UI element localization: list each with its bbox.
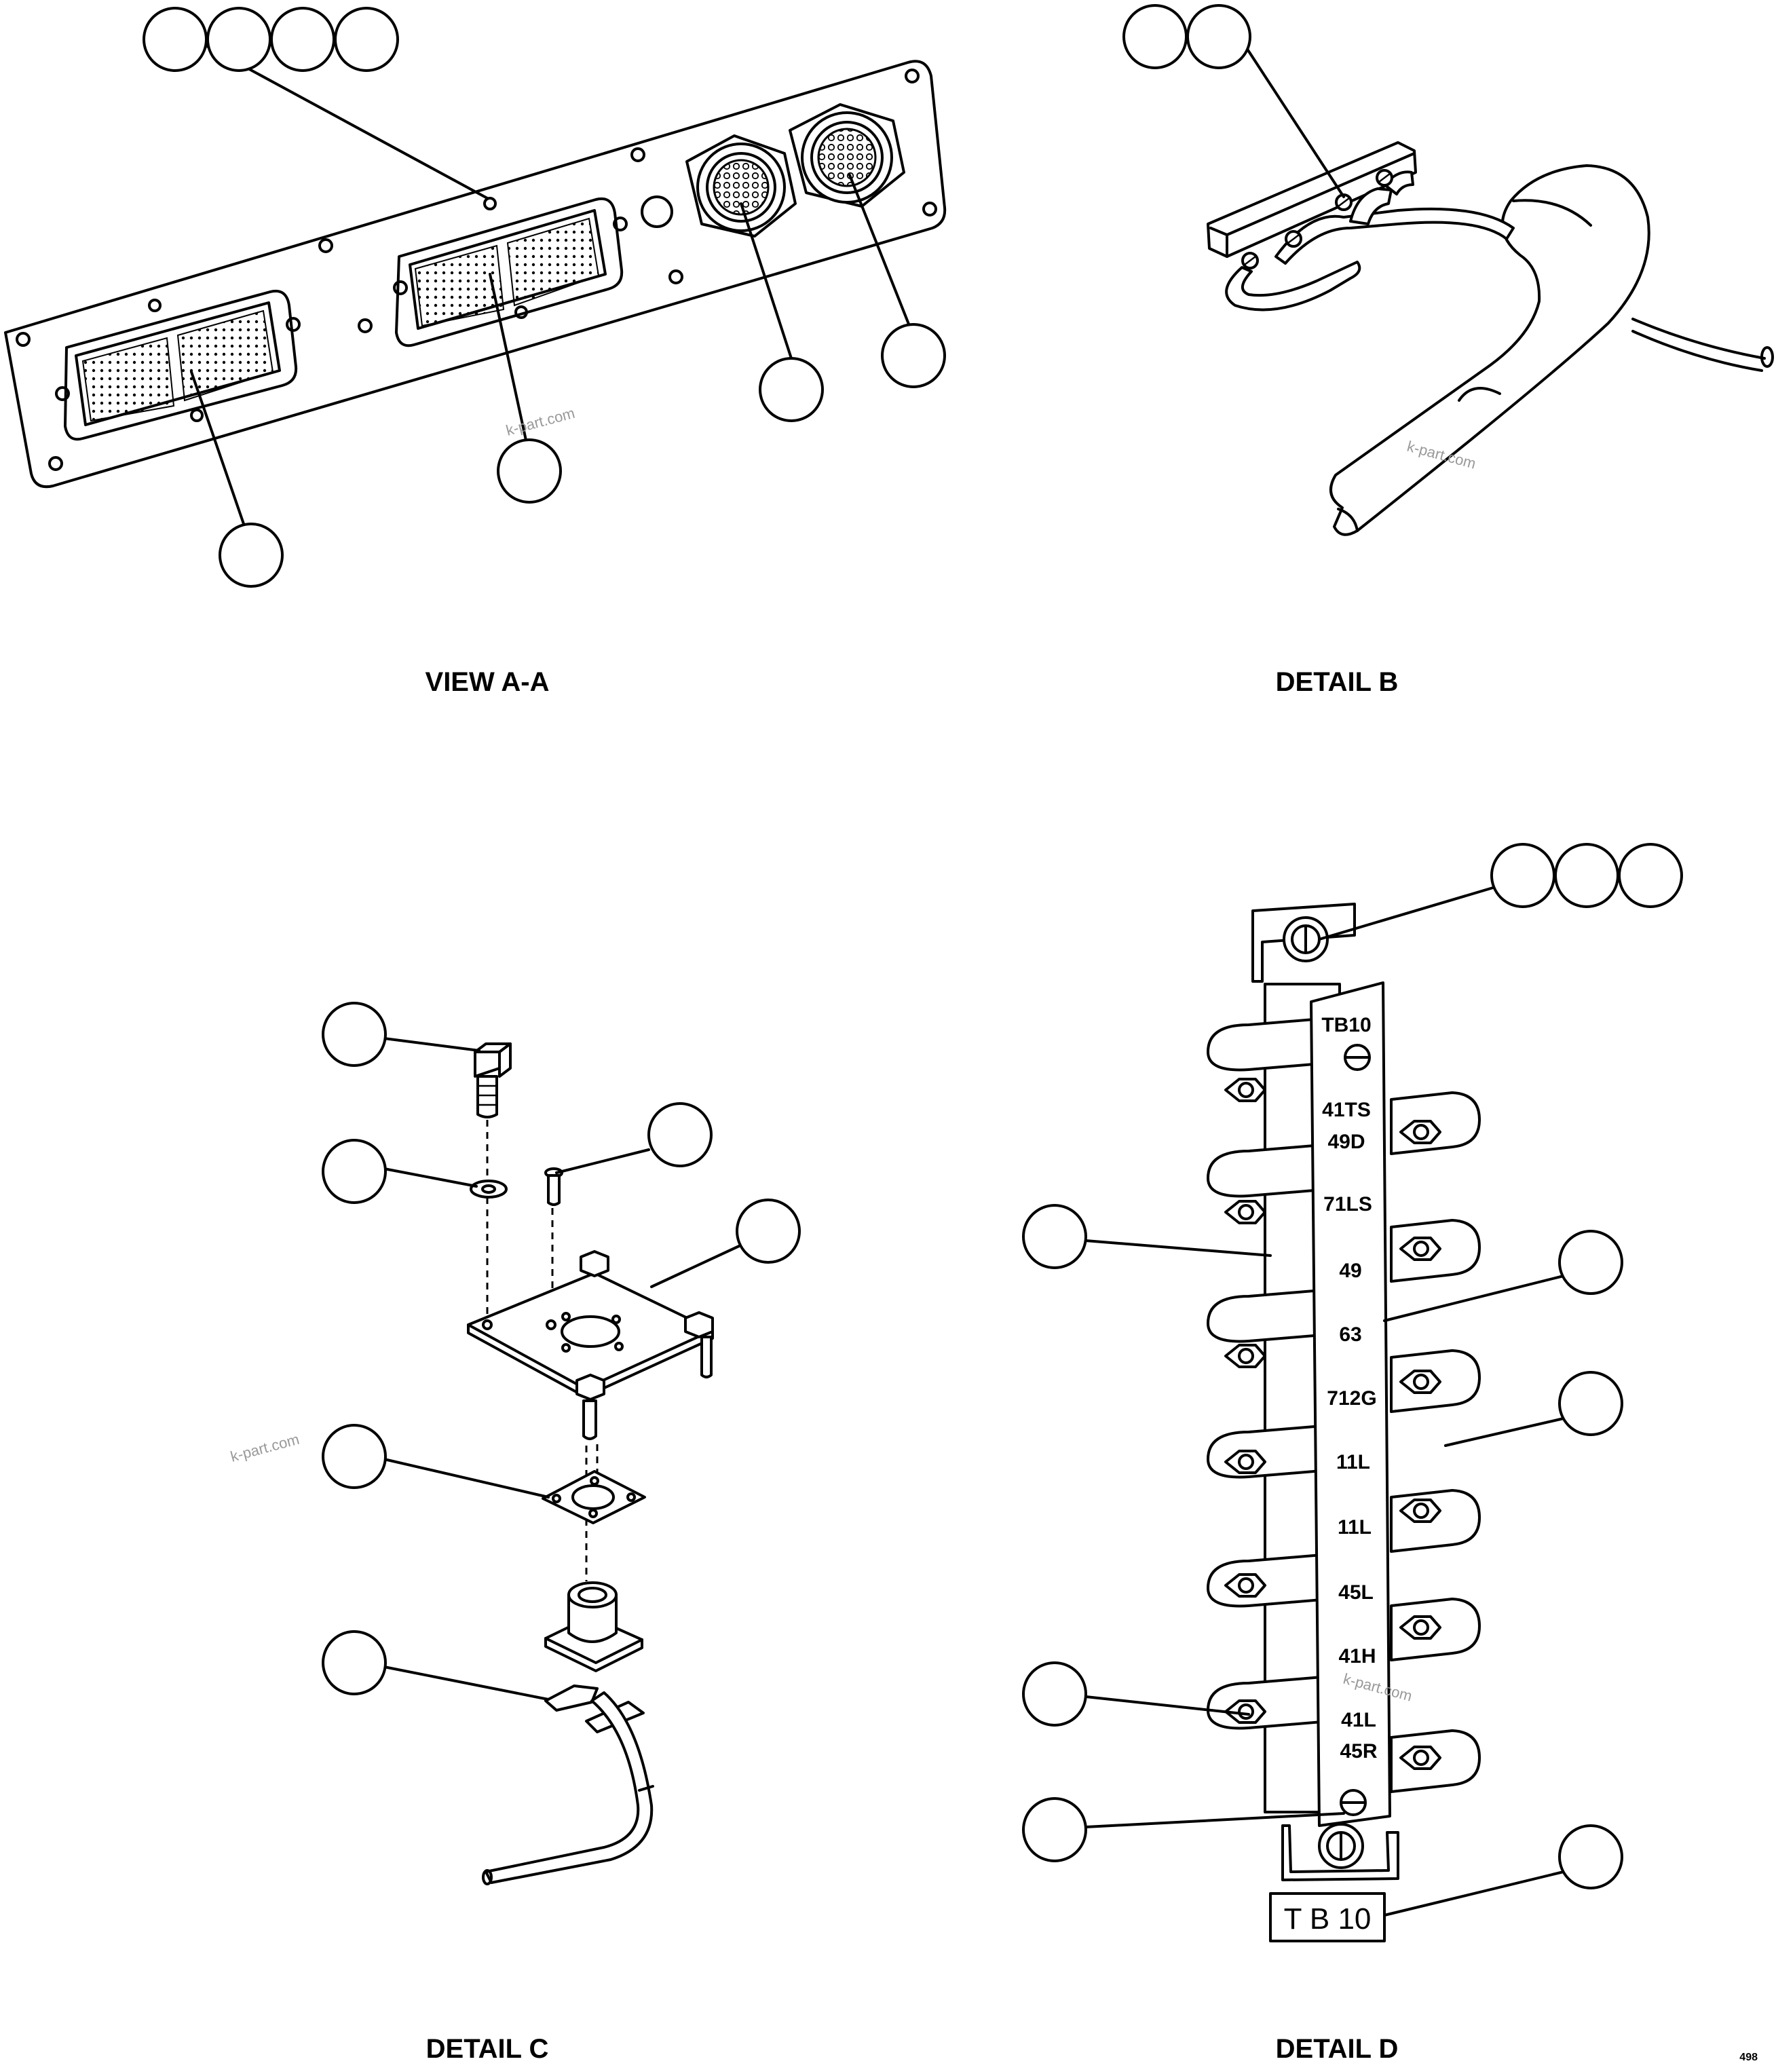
connector-cable — [482, 1691, 654, 1885]
view-a-a: k-part.com VIEW A-A — [4, 7, 947, 697]
watermark-view-a: k-part.com — [504, 404, 577, 439]
strip-label-11l-2: 11L — [1338, 1516, 1372, 1539]
terminal-links-left — [1207, 1017, 1331, 1730]
strip-label-tb10: TB10 — [1321, 1014, 1371, 1036]
terminal-nuts-right — [1399, 1120, 1441, 1770]
detail-c-caption: DETAIL C — [426, 2034, 549, 2064]
detail-d-leader-lines — [1084, 886, 1565, 1917]
marker-strip — [1310, 981, 1391, 1827]
strip-label-71ls: 71LS — [1323, 1193, 1372, 1216]
mounting-plate — [467, 1250, 714, 1440]
strip-label-63: 63 — [1339, 1323, 1361, 1346]
identification-tag-label: T B 10 — [1284, 1902, 1372, 1936]
round-connector-right — [789, 103, 905, 208]
strip-label-41ts: 41TS — [1322, 1099, 1371, 1121]
strip-label-11l-1: 11L — [1336, 1451, 1370, 1473]
rectangular-connector-left — [55, 290, 301, 441]
detail-d: TB10 41TS 49D 71LS 49 63 712G 11L 11L 45… — [1022, 843, 1683, 2064]
detail-d-caption: DETAIL D — [1276, 2034, 1399, 2064]
gasket — [542, 1470, 646, 1524]
strip-label-49d: 49D — [1327, 1131, 1365, 1153]
strip-label-712g: 712G — [1327, 1387, 1376, 1410]
strip-label-49: 49 — [1339, 1260, 1361, 1282]
receptacle-connector — [544, 1581, 643, 1672]
strip-label-45l: 45L — [1338, 1581, 1374, 1604]
strip-label-45r: 45R — [1340, 1740, 1377, 1763]
flat-washer — [470, 1180, 508, 1199]
terminal-screws — [1241, 169, 1393, 269]
detail-b: k-part.com DETAIL B — [1122, 4, 1774, 697]
detail-c-leader-lines — [383, 1037, 749, 1701]
view-a-callout-balloons — [143, 7, 946, 588]
detail-c-callout-balloons — [322, 1002, 801, 1695]
detail-b-caption: DETAIL B — [1276, 667, 1399, 697]
watermark-detail-c: k-part.com — [229, 1431, 301, 1465]
detail-b-leader — [1238, 35, 1345, 198]
identification-tag: T B 10 — [1269, 1892, 1386, 1942]
view-a-caption: VIEW A-A — [426, 667, 550, 697]
detail-b-callout-balloons — [1122, 4, 1251, 69]
screw — [544, 1167, 563, 1206]
terminal-nuts-left — [1224, 1078, 1266, 1724]
cable-tubing — [1329, 164, 1650, 536]
terminal-bar — [1207, 141, 1417, 258]
ground-wire — [1631, 318, 1766, 360]
strip-label-41h: 41H — [1338, 1645, 1376, 1668]
panel-mounting-holes — [16, 69, 937, 471]
panel-blank-hole — [641, 195, 673, 228]
sheet-number: 498 — [1739, 2052, 1758, 2063]
detail-d-callout-balloons — [1022, 843, 1683, 1889]
round-connector-left — [685, 134, 797, 238]
wire-bundle — [1225, 170, 1515, 312]
strip-label-41l: 41L — [1341, 1709, 1376, 1731]
hex-bolt — [474, 1042, 512, 1118]
mounting-bracket — [1251, 903, 1356, 983]
detail-c: k-part.com DETAIL C — [229, 1002, 801, 2064]
rectangular-connector-middle — [393, 197, 628, 347]
marker-strip-labels: TB10 41TS 49D 71LS 49 63 712G 11L 11L 45… — [1321, 1014, 1378, 1763]
